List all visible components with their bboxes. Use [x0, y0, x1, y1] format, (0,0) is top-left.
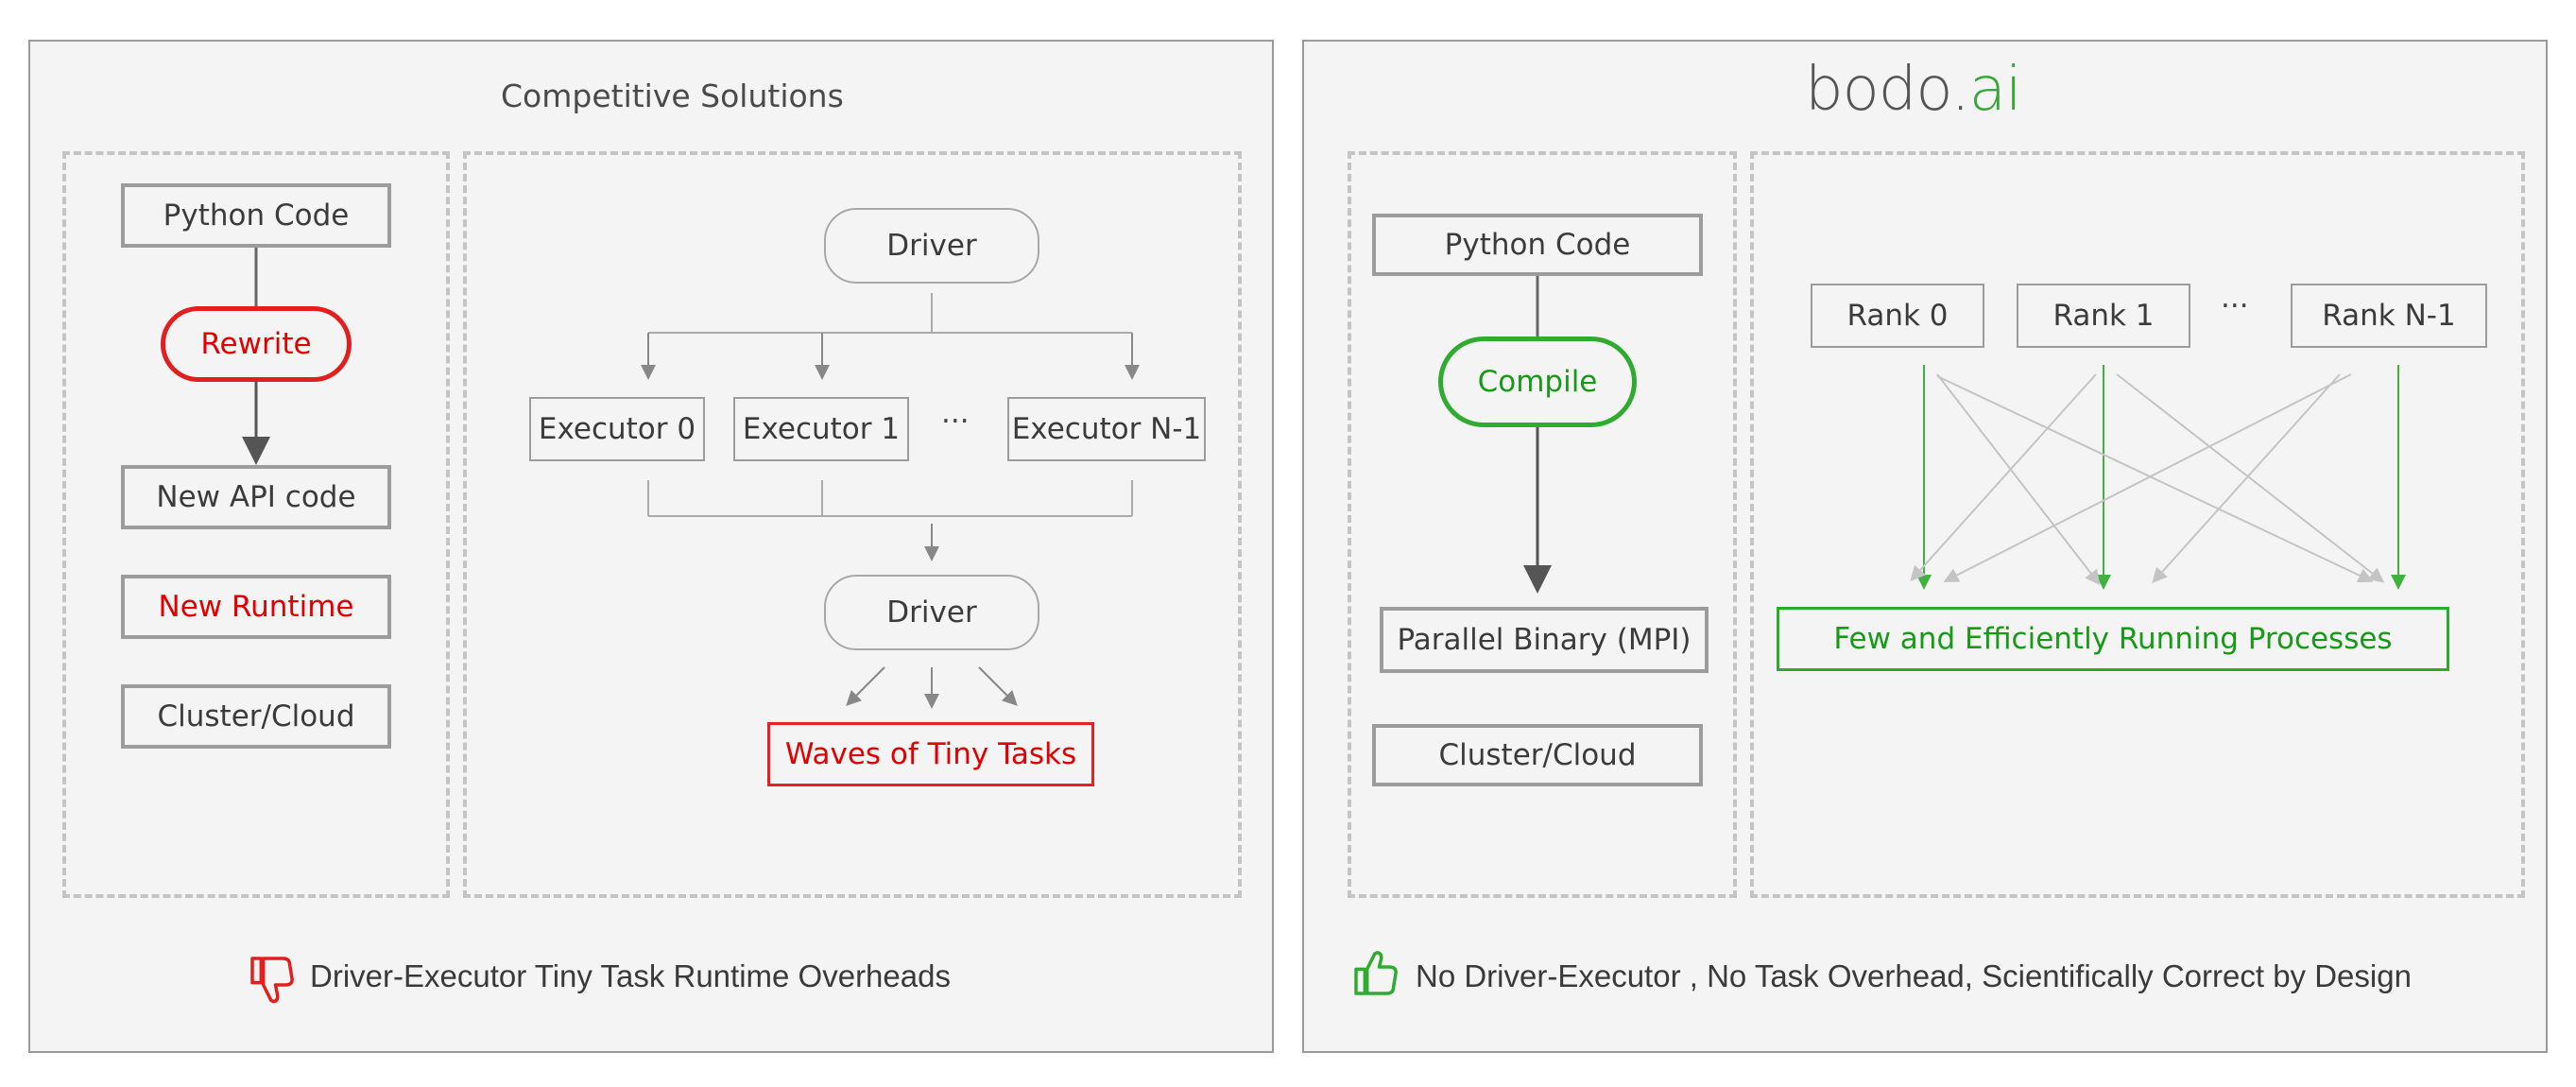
- processes-box: Few and Efficiently Running Processes: [1777, 607, 2449, 671]
- thumbs-down-icon: [250, 957, 294, 1004]
- waves-arrow-right: [978, 666, 1018, 706]
- right-caption: No Driver-Executor , No Task Overhead, S…: [1416, 958, 2412, 993]
- cross-1-to-n: [2116, 373, 2385, 583]
- executor-ellipsis: ···: [941, 405, 970, 439]
- waves-of-tiny-tasks-box: Waves of Tiny Tasks: [767, 722, 1094, 786]
- left-caption: Driver-Executor Tiny Task Runtime Overhe…: [310, 958, 951, 993]
- driver-top-node: Driver: [824, 208, 1039, 284]
- right-cluster-box: Cluster/Cloud: [1372, 724, 1703, 786]
- cross-n-to-0: [1943, 373, 2352, 582]
- left-flow-region: [463, 151, 1242, 898]
- new-api-code-box: New API code: [121, 465, 391, 529]
- right-python-code-box: Python Code: [1372, 214, 1703, 276]
- cross-0-to-1: [1936, 373, 2101, 586]
- rank-n-1-node: Rank N-1: [2291, 284, 2487, 348]
- cross-0-to-n: [1936, 375, 2374, 583]
- left-cluster-box: Cluster/Cloud: [121, 684, 391, 749]
- rank-ellipsis: ···: [2221, 289, 2249, 323]
- waves-arrow-left: [846, 666, 885, 706]
- competitive-solutions-title: Competitive Solutions: [501, 78, 844, 114]
- cross-n-to-1: [2152, 373, 2341, 583]
- cross-1-to-0: [1910, 373, 2097, 581]
- new-runtime-box: New Runtime: [121, 575, 391, 639]
- left-python-code-box: Python Code: [121, 183, 391, 248]
- executor-0-node: Executor 0: [529, 397, 705, 461]
- logo-main: bodo.: [1805, 55, 1970, 125]
- rewrite-step: Rewrite: [161, 306, 352, 382]
- parallel-binary-box: Parallel Binary (MPI): [1380, 607, 1709, 673]
- driver-bottom-node: Driver: [824, 575, 1039, 650]
- rank-1-node: Rank 1: [2017, 284, 2190, 348]
- rank-0-node: Rank 0: [1811, 284, 1984, 348]
- left-stack-region: [62, 151, 450, 898]
- right-stack-region: [1348, 151, 1737, 898]
- right-ranks-region: [1750, 151, 2525, 898]
- bodo-ai-logo: bodo.ai: [1805, 55, 2022, 125]
- thumbs-up-icon: [1354, 951, 1398, 995]
- compile-step: Compile: [1438, 336, 1637, 427]
- executor-1-node: Executor 1: [733, 397, 909, 461]
- executor-n-1-node: Executor N-1: [1007, 397, 1206, 461]
- logo-accent: ai: [1968, 55, 2022, 125]
